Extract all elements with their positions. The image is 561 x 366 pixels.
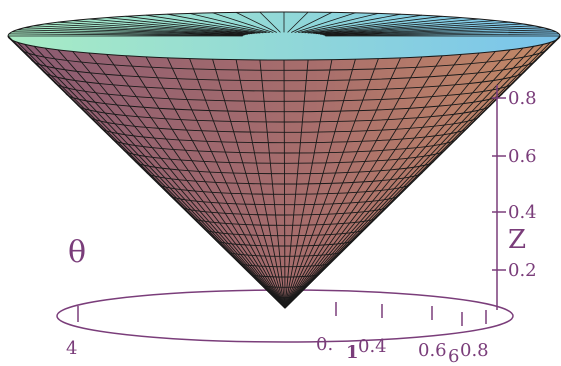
- mesh-rim-line: [33, 25, 247, 35]
- mesh-ring: [30, 58, 538, 82]
- mesh-ring: [249, 273, 320, 278]
- mesh-rim-line: [287, 11, 309, 33]
- mesh-ring: [261, 284, 309, 288]
- mesh-ring: [134, 160, 435, 175]
- r-axis: 0. 1 0.4 0.6 6 0.8: [316, 302, 489, 366]
- mesh-ring: [122, 149, 446, 164]
- mesh-rim-line: [315, 20, 496, 35]
- mesh-rim-line: [125, 15, 261, 34]
- mesh-rim-line: [301, 13, 401, 34]
- cone-surface: [7, 11, 561, 309]
- mesh-rim-line: [307, 15, 443, 34]
- mesh-rim-line: [44, 23, 249, 35]
- theta-label: θ: [68, 235, 86, 270]
- mesh-rim-line: [24, 27, 246, 36]
- mesh-rim-line: [17, 29, 245, 36]
- mesh-ring: [215, 239, 355, 247]
- mesh-ring: [42, 69, 527, 92]
- z-tick-label: 0.8: [508, 88, 537, 109]
- mesh-rim-line: [313, 18, 480, 34]
- r-tick-label: 0.8: [460, 340, 489, 361]
- z-axis-label: Z: [508, 225, 526, 255]
- mesh-ring: [238, 262, 332, 268]
- cone-mesh-grid: [7, 11, 561, 309]
- mesh-rim-line: [324, 31, 556, 36]
- r-tick-label: 0.6: [418, 340, 447, 361]
- mesh-rim-line: [298, 13, 379, 33]
- mesh-ring: [76, 103, 492, 123]
- mesh-rim-line: [212, 12, 274, 33]
- mesh-rim-line: [321, 25, 535, 35]
- z-axis: 0.2 0.4 0.6 0.8 Z: [492, 85, 537, 310]
- mesh-rim-line: [291, 12, 333, 33]
- mesh-ring: [203, 228, 366, 237]
- r-tick-label-cut: 0.: [316, 334, 333, 355]
- mesh-rim-line: [72, 20, 253, 35]
- mesh-rim-line: [259, 11, 281, 33]
- z-tick-label: 0.2: [508, 260, 537, 281]
- mesh-ring: [157, 183, 412, 195]
- mesh-rim-line: [9, 33, 243, 37]
- mesh-ring: [273, 296, 297, 299]
- mesh-rim-line: [145, 14, 264, 34]
- r-tick-label: 0.4: [358, 336, 387, 357]
- mesh-rim-line: [323, 29, 551, 36]
- mesh-ring: [180, 205, 389, 216]
- theta-tick-label: 4: [66, 338, 77, 359]
- mesh-ring: [65, 92, 504, 113]
- mesh-ring: [169, 194, 401, 206]
- mesh-ring: [99, 126, 469, 144]
- mesh-rim-line: [304, 14, 423, 34]
- mesh-rim-line: [189, 13, 270, 33]
- mesh-rim-line: [319, 23, 524, 35]
- mesh-rim-line: [325, 33, 559, 37]
- mesh-rim-line: [317, 21, 511, 35]
- r-tick-label-6: 6: [448, 346, 459, 366]
- r-tick-label-1: 1: [346, 342, 359, 363]
- mesh-rim-line: [167, 13, 267, 34]
- mesh-ring: [226, 251, 343, 257]
- mesh-ring: [88, 115, 481, 133]
- mesh-rim-line: [235, 12, 277, 33]
- mesh-ring: [19, 47, 549, 71]
- z-tick-label: 0.6: [508, 146, 537, 167]
- mesh-rim-line: [57, 21, 251, 35]
- z-tick-label: 0.4: [508, 202, 537, 223]
- mesh-ring: [111, 137, 458, 154]
- mesh-ring: [192, 217, 378, 226]
- mesh-rim-line: [12, 31, 244, 36]
- mesh-rim-line: [310, 17, 462, 34]
- mesh-rim-line: [294, 12, 356, 33]
- mesh-rim-line: [322, 27, 544, 36]
- mesh-rim-line: [106, 17, 258, 34]
- mesh-rim-line: [88, 18, 255, 34]
- mesh-ring: [53, 81, 515, 102]
- mesh-ring: [146, 171, 423, 185]
